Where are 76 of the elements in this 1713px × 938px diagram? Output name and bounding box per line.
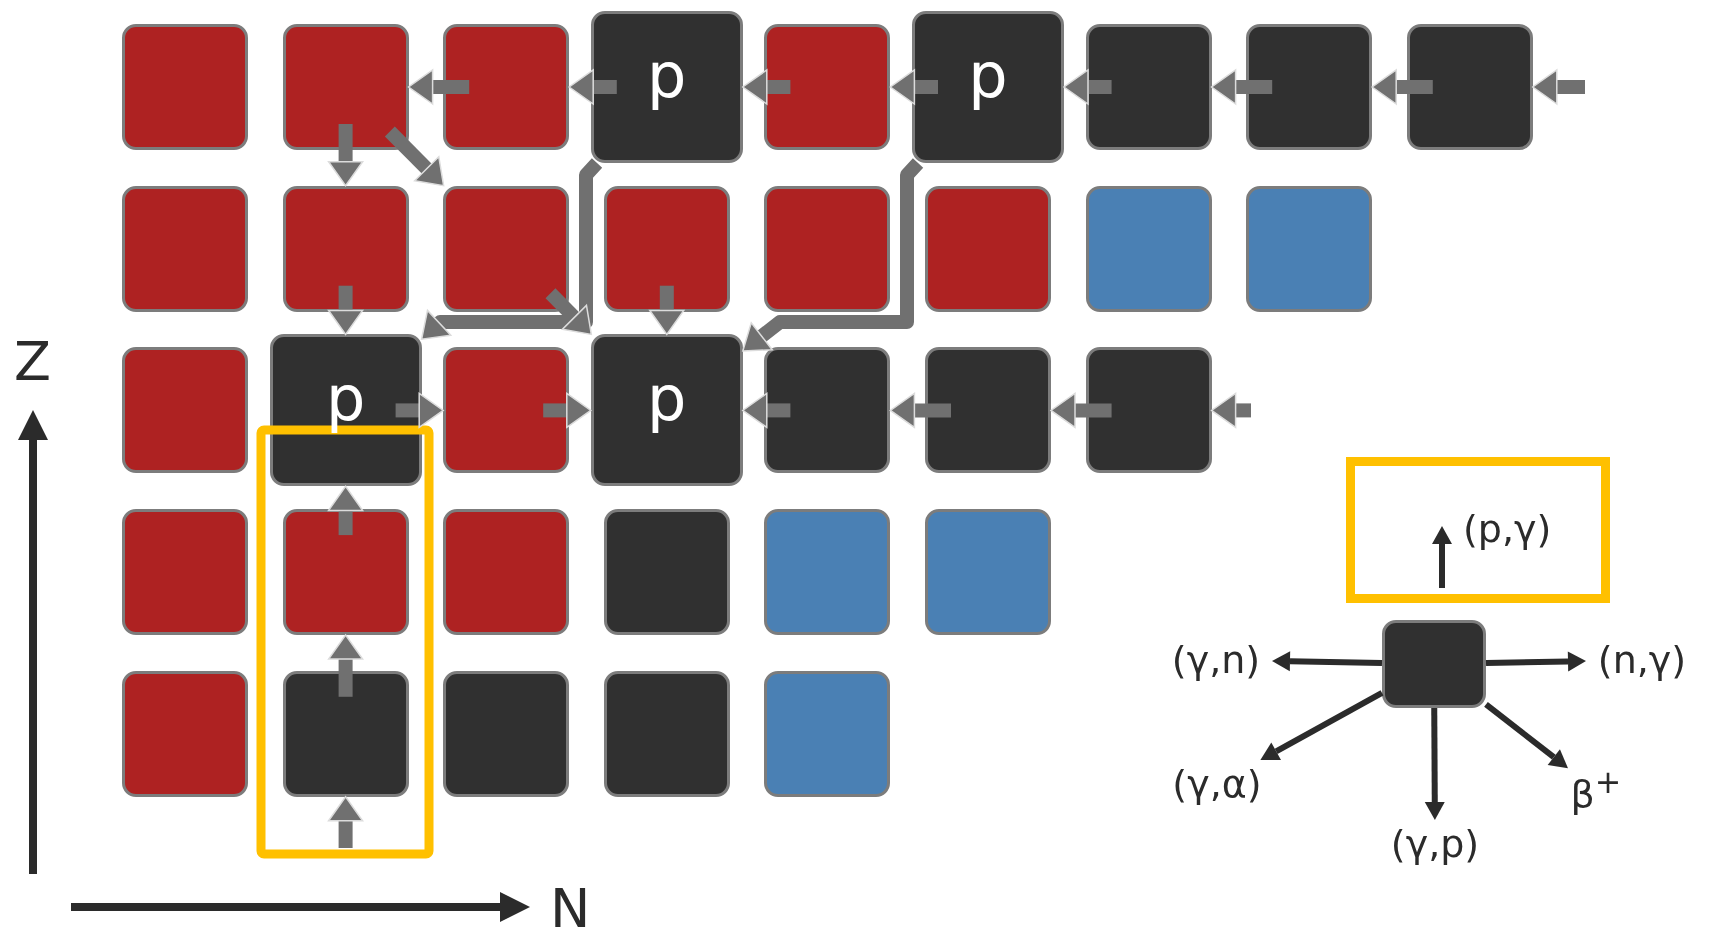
arrow [1485, 651, 1586, 672]
reaction-label: (γ,α) [1172, 765, 1262, 803]
arrow [327, 285, 364, 336]
nuclide-cell [1406, 24, 1533, 150]
nuclide-cell [269, 334, 422, 487]
nuclide-cell [282, 24, 409, 150]
arrow [327, 485, 364, 536]
arrow [1424, 707, 1445, 820]
arrow [327, 796, 364, 848]
nuclide-cell [1246, 24, 1373, 150]
arrow [1210, 392, 1251, 429]
arrow [742, 158, 924, 352]
nuclide-cell [443, 347, 570, 474]
reaction-label: (γ,p) [1390, 825, 1480, 863]
nuclide-cell [603, 185, 730, 312]
arrow [742, 392, 791, 429]
nuclide-cell [590, 334, 743, 487]
arrow [1532, 69, 1585, 105]
nuclide-cell [282, 185, 409, 312]
arrow [327, 124, 364, 187]
arrow [1050, 392, 1112, 429]
nuclide-cell [603, 509, 730, 636]
nuclide-cell [925, 509, 1051, 636]
arrow [889, 69, 938, 105]
nuclide-cell [1085, 24, 1212, 150]
arrow [384, 126, 445, 187]
nuclide-cell [122, 24, 248, 150]
nuclide-cell [282, 670, 409, 797]
arrow [545, 288, 593, 336]
arrow [543, 392, 592, 429]
nuclide-cell [764, 24, 891, 150]
nuclide-cell [443, 670, 570, 797]
nuclide-cell [1382, 620, 1486, 708]
nuclide-cell [443, 24, 570, 150]
arrow [327, 634, 364, 697]
arrow [889, 392, 951, 429]
reaction-label: (p,γ) [1463, 510, 1552, 548]
arrow [420, 158, 603, 340]
arrow [1210, 69, 1273, 105]
arrow [395, 392, 444, 429]
arrow [568, 69, 617, 105]
arrow [407, 69, 470, 105]
nuclide-cell [764, 347, 891, 474]
arrow [1272, 651, 1383, 672]
cell-label: p [324, 368, 367, 431]
highlight-box [1346, 457, 1610, 603]
nuclide-cell [764, 509, 891, 636]
nuclide-cell [122, 185, 248, 312]
arrow [1371, 69, 1433, 105]
nuclide-cell [912, 11, 1064, 163]
nuclide-cell [1085, 185, 1212, 312]
nuclide-cell [603, 670, 730, 797]
arrow [649, 285, 685, 336]
arrow [742, 69, 791, 105]
nuclide-cell [1246, 185, 1373, 312]
reaction-label: β$^{+}$ [1570, 767, 1622, 813]
nuclide-cell [764, 185, 891, 312]
nuclide-cell [122, 509, 248, 636]
nuclide-cell [282, 509, 409, 636]
nuclide-cell [925, 347, 1051, 474]
cell-label: p [646, 368, 688, 431]
nuclide-cell [764, 670, 891, 797]
nuclide-cell [590, 11, 743, 163]
nuclide-cell [443, 185, 570, 312]
axis-label: N [550, 882, 591, 936]
arrow [1484, 702, 1568, 769]
nuclide-cell [1085, 347, 1212, 474]
axis-label: Z [14, 335, 51, 389]
nuclide-cell [122, 670, 248, 797]
reaction-label: (γ,n) [1171, 641, 1261, 679]
nuclide-cell [443, 509, 570, 636]
arrow [1260, 690, 1384, 761]
nuclide-cell [122, 347, 248, 474]
arrow [1063, 69, 1112, 105]
nuclide-cell [925, 185, 1051, 312]
reaction-label: (n,γ) [1597, 641, 1687, 679]
